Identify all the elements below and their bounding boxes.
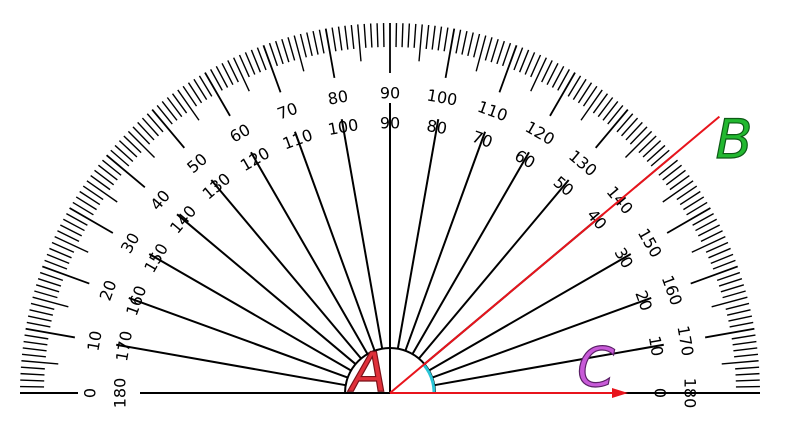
outer-scale-number: 10 xyxy=(83,329,105,352)
minor-tick xyxy=(736,380,760,381)
minor-tick xyxy=(402,23,403,47)
outer-scale-number: 0 xyxy=(81,388,100,398)
minor-tick xyxy=(20,380,44,381)
point-c-label: C xyxy=(577,336,615,399)
outer-scale-number: 90 xyxy=(380,84,400,103)
point-b-label: B xyxy=(715,108,752,171)
minor-tick xyxy=(377,23,378,47)
point-a-label: A xyxy=(348,341,388,404)
inner-scale-number: 80 xyxy=(425,116,448,138)
outer-scale-number: 80 xyxy=(326,86,349,108)
inner-scale-number: 180 xyxy=(111,378,130,409)
inner-scale-number: 10 xyxy=(645,334,667,357)
